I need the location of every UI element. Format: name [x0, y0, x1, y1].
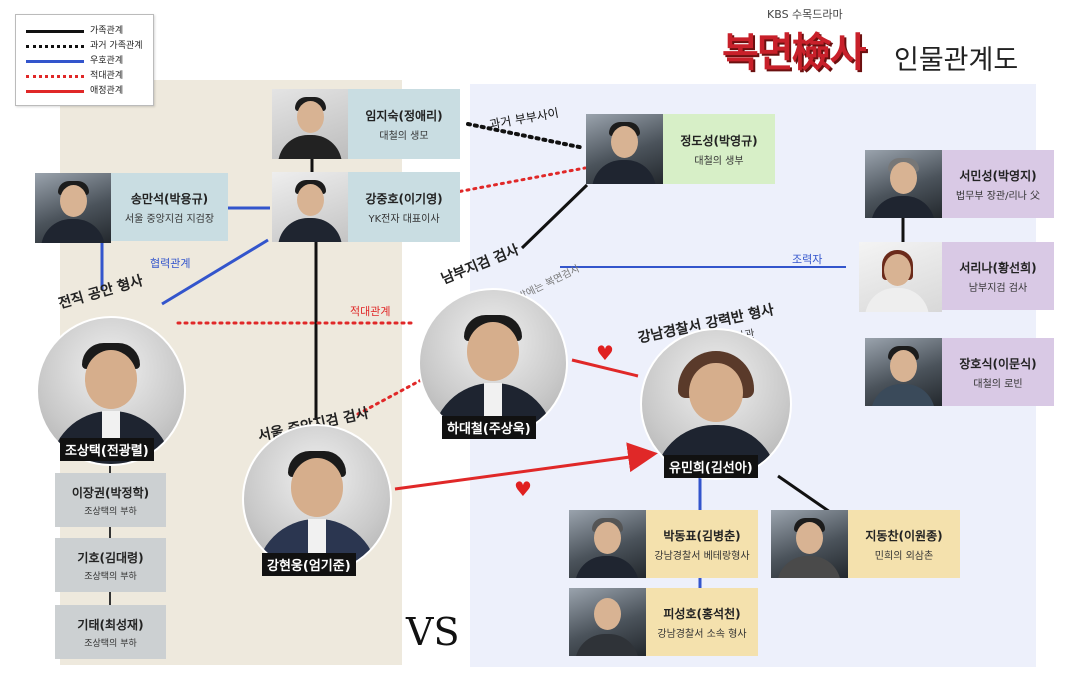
- role-song-mansuk: 서울 중앙지검 지검장: [124, 213, 215, 225]
- legend-past-family-label: 과거 가족관계: [90, 41, 143, 51]
- card-pi-sungho[interactable]: 피성호(홍석천) 강남경찰서 소속 형사: [569, 588, 758, 656]
- legend-family: 가족관계: [26, 25, 151, 37]
- card-gitae[interactable]: 기태(최성재) 조상택의 부하: [55, 605, 166, 659]
- page-title: KBS 수목드라마 복면檢사 인물관계도: [722, 6, 1052, 76]
- photo-jung-dosung: [586, 114, 663, 184]
- name-giho: 기호(김대령): [77, 550, 144, 565]
- name-kang-jungho: 강중호(이기영): [365, 191, 443, 206]
- role-im-jisuk: 대철의 생모: [379, 130, 429, 142]
- heart-icon: ♥: [596, 341, 614, 365]
- photo-park-dongpyo: [569, 510, 646, 578]
- info-seo-minsung: 서민성(박영지) 법무부 장관/리나 父: [942, 150, 1054, 218]
- line-kanghyunwoong-hadaechul: [356, 376, 427, 416]
- role-gitae: 조상택의 부하: [84, 638, 137, 649]
- portrait-kang-hyunwoong[interactable]: [242, 424, 392, 574]
- photo-pi-sungho: [569, 588, 646, 656]
- role-seo-rina: 남부지검 검사: [968, 282, 1028, 294]
- role-jang-hosik: 대철의 로빈: [973, 378, 1023, 390]
- name-jung-dosung: 정도성(박영규): [680, 133, 758, 148]
- info-seo-rina: 서리나(황선희) 남부지검 검사: [942, 242, 1054, 310]
- card-ji-dongchan[interactable]: 지동찬(이원종) 민희의 외삼촌: [771, 510, 960, 578]
- name-ji-dongchan: 지동찬(이원종): [865, 528, 943, 543]
- title-subtitle: 인물관계도: [894, 45, 1019, 76]
- broadcaster-label: KBS 수목드라마: [767, 8, 843, 21]
- line-past-couple: [466, 122, 586, 150]
- info-song-mansuk: 송만석(박용규) 서울 중앙지검 지검장: [111, 173, 228, 241]
- info-kang-jungho: 강중호(이기영) YK전자 대표이사: [348, 172, 460, 242]
- name-park-dongpyo: 박동표(김병춘): [663, 528, 741, 543]
- legend-love-swatch: [26, 90, 84, 93]
- role-jung-dosung: 대철의 생부: [694, 155, 744, 167]
- name-song-mansuk: 송만석(박용규): [130, 191, 209, 206]
- heart-icon: ♥: [514, 477, 532, 501]
- nametag-kang-hyunwoong: 강현웅(엄기준): [262, 553, 356, 576]
- line-kangjungho-josangtaek: [161, 238, 269, 306]
- nametag-jo-sangtaek: 조상택(전광렬): [60, 438, 154, 461]
- role-park-dongpyo: 강남경찰서 베테랑형사: [654, 550, 750, 562]
- role-kang-jungho: YK전자 대표이사: [368, 213, 440, 225]
- role-giho: 조상택의 부하: [84, 571, 137, 582]
- legend-friendly-label: 우호관계: [90, 56, 124, 66]
- legend-love: 애정관계: [26, 85, 151, 97]
- legend-love-label: 애정관계: [90, 86, 124, 96]
- name-gitae: 기태(최성재): [77, 617, 144, 632]
- role-lee-jangkwon: 조상택의 부하: [84, 506, 137, 517]
- info-im-jisuk: 임지숙(정애리) 대철의 생모: [348, 89, 460, 159]
- name-jang-hosik: 장호식(이문식): [959, 356, 1037, 371]
- card-jang-hosik[interactable]: 장호식(이문식) 대철의 로빈: [865, 338, 1054, 406]
- vs-label: VS: [406, 610, 460, 654]
- legend-family-label: 가족관계: [90, 26, 124, 36]
- legend: 가족관계 과거 가족관계 우호관계 적대관계 애정관계: [15, 14, 154, 106]
- label-hostile: 적대관계: [350, 305, 391, 318]
- info-pi-sungho: 피성호(홍석천) 강남경찰서 소속 형사: [646, 588, 758, 656]
- photo-ji-dongchan: [771, 510, 848, 578]
- card-song-mansuk[interactable]: 송만석(박용규) 서울 중앙지검 지검장: [35, 173, 228, 243]
- legend-past-family: 과거 가족관계: [26, 40, 151, 52]
- drama-logo: 복면檢사: [722, 29, 866, 76]
- info-ji-dongchan: 지동찬(이원종) 민희의 외삼촌: [848, 510, 960, 578]
- legend-past-family-swatch: [26, 45, 84, 48]
- name-lee-jangkwon: 이장권(박정학): [71, 485, 150, 500]
- role-pi-sungho: 강남경찰서 소속 형사: [657, 628, 747, 640]
- label-cooperation: 협력관계: [150, 257, 191, 270]
- photo-kang-jungho: [272, 172, 348, 242]
- line-kanghyunwoong-minhee: [394, 442, 658, 491]
- photo-im-jisuk: [272, 89, 348, 159]
- card-jung-dosung[interactable]: 정도성(박영규) 대철의 생부: [586, 114, 775, 184]
- nametag-yoo-minhee: 유민희(김선아): [664, 455, 758, 478]
- legend-hostile: 적대관계: [26, 70, 151, 82]
- nametag-ha-daechul: 하대철(주상욱): [442, 416, 536, 439]
- card-seo-minsung[interactable]: 서민성(박영지) 법무부 장관/리나 父: [865, 150, 1054, 218]
- card-seo-rina[interactable]: 서리나(황선희) 남부지검 검사: [859, 242, 1054, 312]
- role-ji-dongchan: 민희의 외삼촌: [874, 550, 934, 562]
- legend-family-swatch: [26, 30, 84, 33]
- info-jung-dosung: 정도성(박영규) 대철의 생부: [663, 114, 775, 184]
- card-im-jisuk[interactable]: 임지숙(정애리) 대철의 생모: [272, 89, 460, 159]
- legend-hostile-label: 적대관계: [90, 71, 124, 81]
- info-jang-hosik: 장호식(이문식) 대철의 로빈: [942, 338, 1054, 406]
- photo-seo-minsung: [865, 150, 942, 218]
- info-park-dongpyo: 박동표(김병춘) 강남경찰서 베테랑형사: [646, 510, 758, 578]
- role-seo-minsung: 법무부 장관/리나 父: [955, 190, 1041, 202]
- name-seo-rina: 서리나(황선희): [959, 260, 1037, 275]
- name-pi-sungho: 피성호(홍석천): [663, 606, 741, 621]
- line-minhee-dongchan: [777, 474, 831, 514]
- legend-friendly: 우호관계: [26, 55, 151, 67]
- photo-seo-rina: [859, 242, 942, 312]
- line-kangjungho-hadaechul: [348, 166, 587, 214]
- photo-song-mansuk: [35, 173, 111, 243]
- line-jungdosung-hadaechul: [520, 183, 589, 250]
- line-hadaechul-minhee: [571, 358, 639, 378]
- card-kang-jungho[interactable]: 강중호(이기영) YK전자 대표이사: [272, 172, 460, 242]
- legend-hostile-swatch: [26, 75, 84, 78]
- photo-jang-hosik: [865, 338, 942, 406]
- name-seo-minsung: 서민성(박영지): [959, 168, 1037, 183]
- card-park-dongpyo[interactable]: 박동표(김병춘) 강남경찰서 베테랑형사: [569, 510, 758, 578]
- legend-friendly-swatch: [26, 60, 84, 63]
- name-im-jisuk: 임지숙(정애리): [365, 108, 443, 123]
- card-giho[interactable]: 기호(김대령) 조상택의 부하: [55, 538, 166, 592]
- card-lee-jangkwon[interactable]: 이장권(박정학) 조상택의 부하: [55, 473, 166, 527]
- label-helper: 조력자: [792, 253, 823, 266]
